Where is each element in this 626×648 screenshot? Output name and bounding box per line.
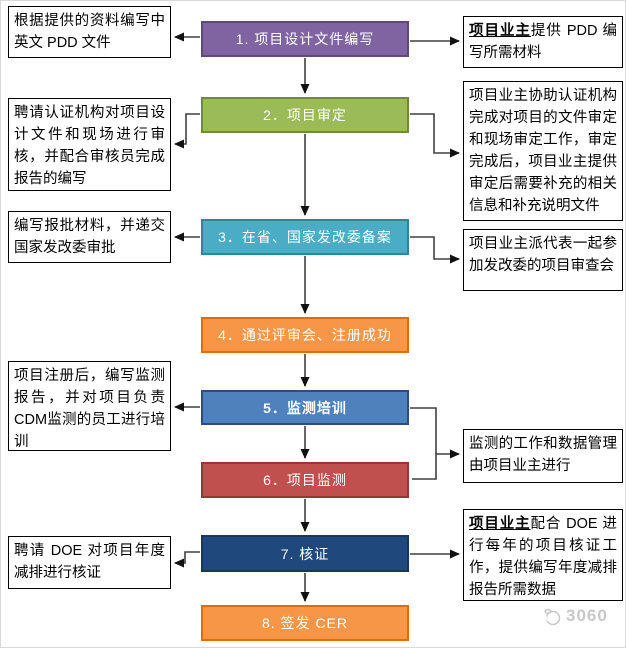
- right-note-owner-provides-pdd-materials: 项目业主提供 PDD 编写所需材料: [463, 16, 623, 68]
- line-step5-step6-join: [410, 407, 437, 480]
- right-note-owner-representative-review: 项目业主派代表一起参加发改委的项目审查会: [463, 229, 623, 291]
- left-note-monitoring-report-training: 项目注册后，编写监测报告，并对项目负责CDM监测的员工进行培训: [8, 361, 171, 451]
- owner-bold-label: 项目业主: [469, 23, 531, 39]
- flow-step-7-verification: 7. 核证: [201, 535, 409, 572]
- right-note-text: 监测的工作和数据管理由项目业主进行: [469, 436, 617, 474]
- right-note-owner-assists-validation: 项目业主协助认证机构完成对项目的文件审定和现场审定工作，审定完成后，项目业主提供…: [463, 81, 623, 221]
- flow-step-6-project-monitoring: 6．项目监测: [201, 462, 409, 498]
- owner-bold-label: 项目业主: [469, 516, 531, 532]
- arrow-step2-to-right2: [410, 113, 460, 158]
- flow-step-5-monitoring-training: 5．监测培训: [201, 390, 409, 425]
- left-note-hire-certifier: 聘请认证机构对项目设计文件和现场进行审核，并配合审核员完成报告的编写: [8, 98, 171, 191]
- right-note-text: 配合 DOE 进行每年的项目核证工作，提供编写年度减排报告所需数据: [469, 516, 618, 598]
- right-note-text: 提供 PDD 编写所需材料: [469, 23, 618, 61]
- flow-step-8-cer-issuance: 8. 签发 CER: [201, 605, 409, 641]
- arrow-step2-to-left2: [174, 113, 200, 149]
- logo-3060-icon: [544, 608, 561, 626]
- left-note-pdd-writing: 根据提供的资料编写中英文 PDD 文件: [8, 6, 171, 58]
- flow-step-3-ndrc-filing: 3．在省、国家发改委备案: [201, 219, 409, 255]
- flow-step-4-registration-success: 4．通过评审会、注册成功: [201, 317, 409, 353]
- watermark-text: 3060: [566, 606, 608, 625]
- flow-step-2-validation: 2．项目审定: [201, 97, 409, 133]
- right-note-text: 项目业主协助认证机构完成对项目的文件审定和现场审定工作，审定完成后，项目业主提供…: [469, 88, 617, 214]
- left-note-hire-doe: 聘请 DOE 对项目年度减排进行核证: [8, 536, 171, 589]
- logo-3060: 3060: [541, 605, 608, 627]
- right-note-owner-runs-monitoring: 监测的工作和数据管理由项目业主进行: [463, 429, 623, 483]
- arrow-step3-to-right3: [410, 236, 460, 264]
- flow-step-1-project-design-document: 1. 项目设计文件编写: [201, 21, 409, 57]
- right-note-text: 项目业主派代表一起参加发改委的项目审查会: [469, 236, 617, 274]
- right-note-owner-cooperates-doe: 项目业主配合 DOE 进行每年的项目核证工作，提供编写年度减排报告所需数据: [463, 509, 623, 601]
- arrow-step7-to-left5: [174, 551, 200, 568]
- left-note-approval-materials: 编写报批材料，并递交国家发改委审批: [8, 211, 171, 263]
